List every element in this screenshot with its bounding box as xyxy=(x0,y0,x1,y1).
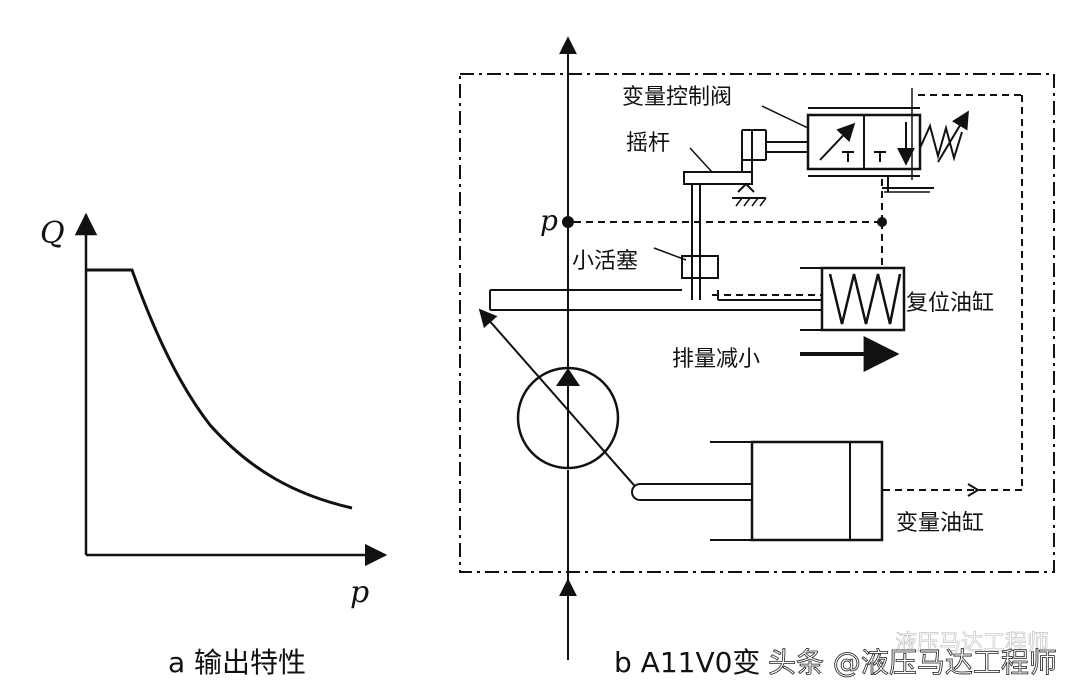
label-variable-cylinder: 变量油缸 xyxy=(896,511,984,536)
label-reset-cylinder: 复位油缸 xyxy=(906,291,994,316)
watermark-faint-text: 液压马达工程师 xyxy=(895,631,1049,656)
label-control-valve: 变量控制阀 xyxy=(622,85,732,110)
main-beam xyxy=(489,289,822,311)
control-valve xyxy=(766,88,969,193)
watermark: 液压马达工程师 头条 @液压马达工程师 xyxy=(768,631,1058,680)
label-small-piston: 小活塞 xyxy=(572,249,638,274)
output-curve xyxy=(86,268,353,510)
variable-cylinder xyxy=(631,440,884,542)
pump-symbol xyxy=(478,308,641,493)
enclosure-dashdot xyxy=(459,73,1055,573)
p-axis-label: p xyxy=(350,575,369,610)
label-displacement-decrease: 排量减小 xyxy=(672,347,760,372)
q-axis-label: Q xyxy=(40,216,65,251)
leader-control-valve xyxy=(761,105,809,129)
caption-a: a 输出特性 xyxy=(168,646,306,679)
small-piston xyxy=(681,184,719,300)
watermark-text: 头条 @液压马达工程师 xyxy=(768,646,1057,679)
rocker-lever xyxy=(683,129,767,207)
panel-a-output-characteristic: Q p a 输出特性 xyxy=(40,212,388,679)
pressure-point xyxy=(562,216,574,228)
pressure-label: p xyxy=(540,204,558,237)
reset-cylinder xyxy=(800,266,906,332)
caption-b: b A11V0变 xyxy=(614,646,760,679)
orifice-mark xyxy=(967,483,980,497)
leader-rocker xyxy=(689,147,713,173)
panel-b-schematic: p xyxy=(459,36,1055,679)
leader-small-piston xyxy=(653,247,687,261)
label-rocker: 摇杆 xyxy=(626,131,670,156)
